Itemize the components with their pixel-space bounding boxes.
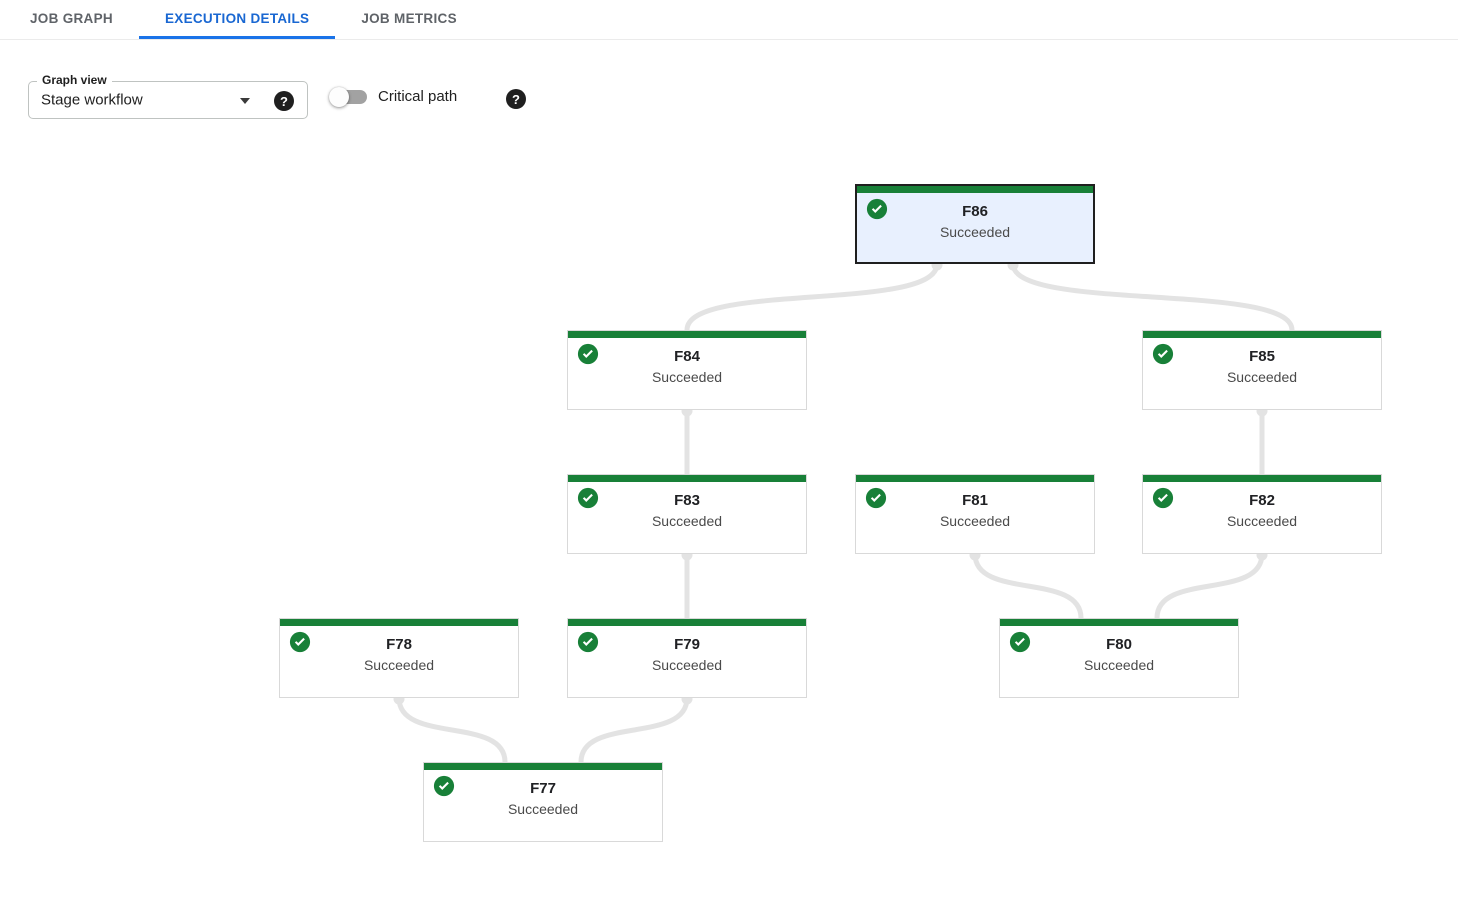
tab-bar: JOB GRAPH EXECUTION DETAILS JOB METRICS: [0, 0, 1458, 40]
node-title: F79: [674, 636, 700, 653]
node-status-bar: [424, 763, 662, 770]
critical-path-toggle[interactable]: [329, 87, 367, 107]
node-status-bar: [1143, 475, 1381, 482]
graph-view-label: Graph view: [37, 73, 112, 87]
graph-edge-F86-F85: [1010, 261, 1295, 333]
node-status-bar: [1143, 331, 1381, 338]
check-circle-icon: [577, 487, 599, 509]
graph-edge-F82-F80: [1154, 551, 1265, 621]
critical-path-label: Critical path: [378, 88, 458, 105]
node-status: Succeeded: [651, 513, 723, 529]
node-title: F78: [386, 636, 412, 653]
node-status: Succeeded: [1226, 369, 1298, 385]
check-circle-icon: [577, 343, 599, 365]
dropdown-arrow-icon[interactable]: [240, 98, 250, 104]
node-status-bar: [856, 475, 1094, 482]
critical-path-help-icon[interactable]: ?: [506, 89, 526, 109]
node-title: F82: [1249, 492, 1275, 509]
check-circle-icon: [577, 631, 599, 653]
graph-view-help-icon[interactable]: ?: [274, 91, 294, 111]
node-title: F81: [962, 492, 988, 509]
check-circle-icon: [1009, 631, 1031, 653]
graph-view-value: Stage workflow: [41, 91, 143, 109]
node-status: Succeeded: [939, 224, 1011, 240]
node-title: F83: [674, 492, 700, 509]
graph-edge-F78-F77: [396, 695, 508, 765]
tab-job-graph[interactable]: JOB GRAPH: [30, 10, 113, 26]
node-title: F85: [1249, 348, 1275, 365]
node-status-bar: [280, 619, 518, 626]
tab-job-metrics[interactable]: JOB METRICS: [361, 10, 457, 26]
node-status-bar: [568, 475, 806, 482]
check-circle-icon: [433, 775, 455, 797]
graph-edge-F86-F84: [684, 261, 940, 333]
node-status-bar: [568, 619, 806, 626]
check-circle-icon: [1152, 487, 1174, 509]
check-circle-icon: [865, 487, 887, 509]
node-status-bar: [1000, 619, 1238, 626]
node-status: Succeeded: [1226, 513, 1298, 529]
node-status-bar: [568, 331, 806, 338]
node-title: F80: [1106, 636, 1132, 653]
node-status-bar: [857, 186, 1093, 193]
node-status: Succeeded: [507, 801, 579, 817]
node-title: F77: [530, 780, 556, 797]
graph-edge-F79-F77: [578, 695, 690, 765]
toggle-thumb: [329, 87, 349, 107]
node-title: F84: [674, 348, 700, 365]
node-title: F86: [962, 203, 988, 220]
tab-execution-details[interactable]: EXECUTION DETAILS: [138, 0, 336, 39]
check-circle-icon: [289, 631, 311, 653]
graph-view-select[interactable]: Graph view Stage workflow ?: [28, 73, 308, 119]
node-status: Succeeded: [1083, 657, 1155, 673]
graph-edge-F81-F80: [972, 551, 1084, 621]
node-status: Succeeded: [363, 657, 435, 673]
check-circle-icon: [1152, 343, 1174, 365]
node-status: Succeeded: [651, 657, 723, 673]
node-status: Succeeded: [939, 513, 1011, 529]
node-status: Succeeded: [651, 369, 723, 385]
check-circle-icon: [866, 198, 888, 220]
